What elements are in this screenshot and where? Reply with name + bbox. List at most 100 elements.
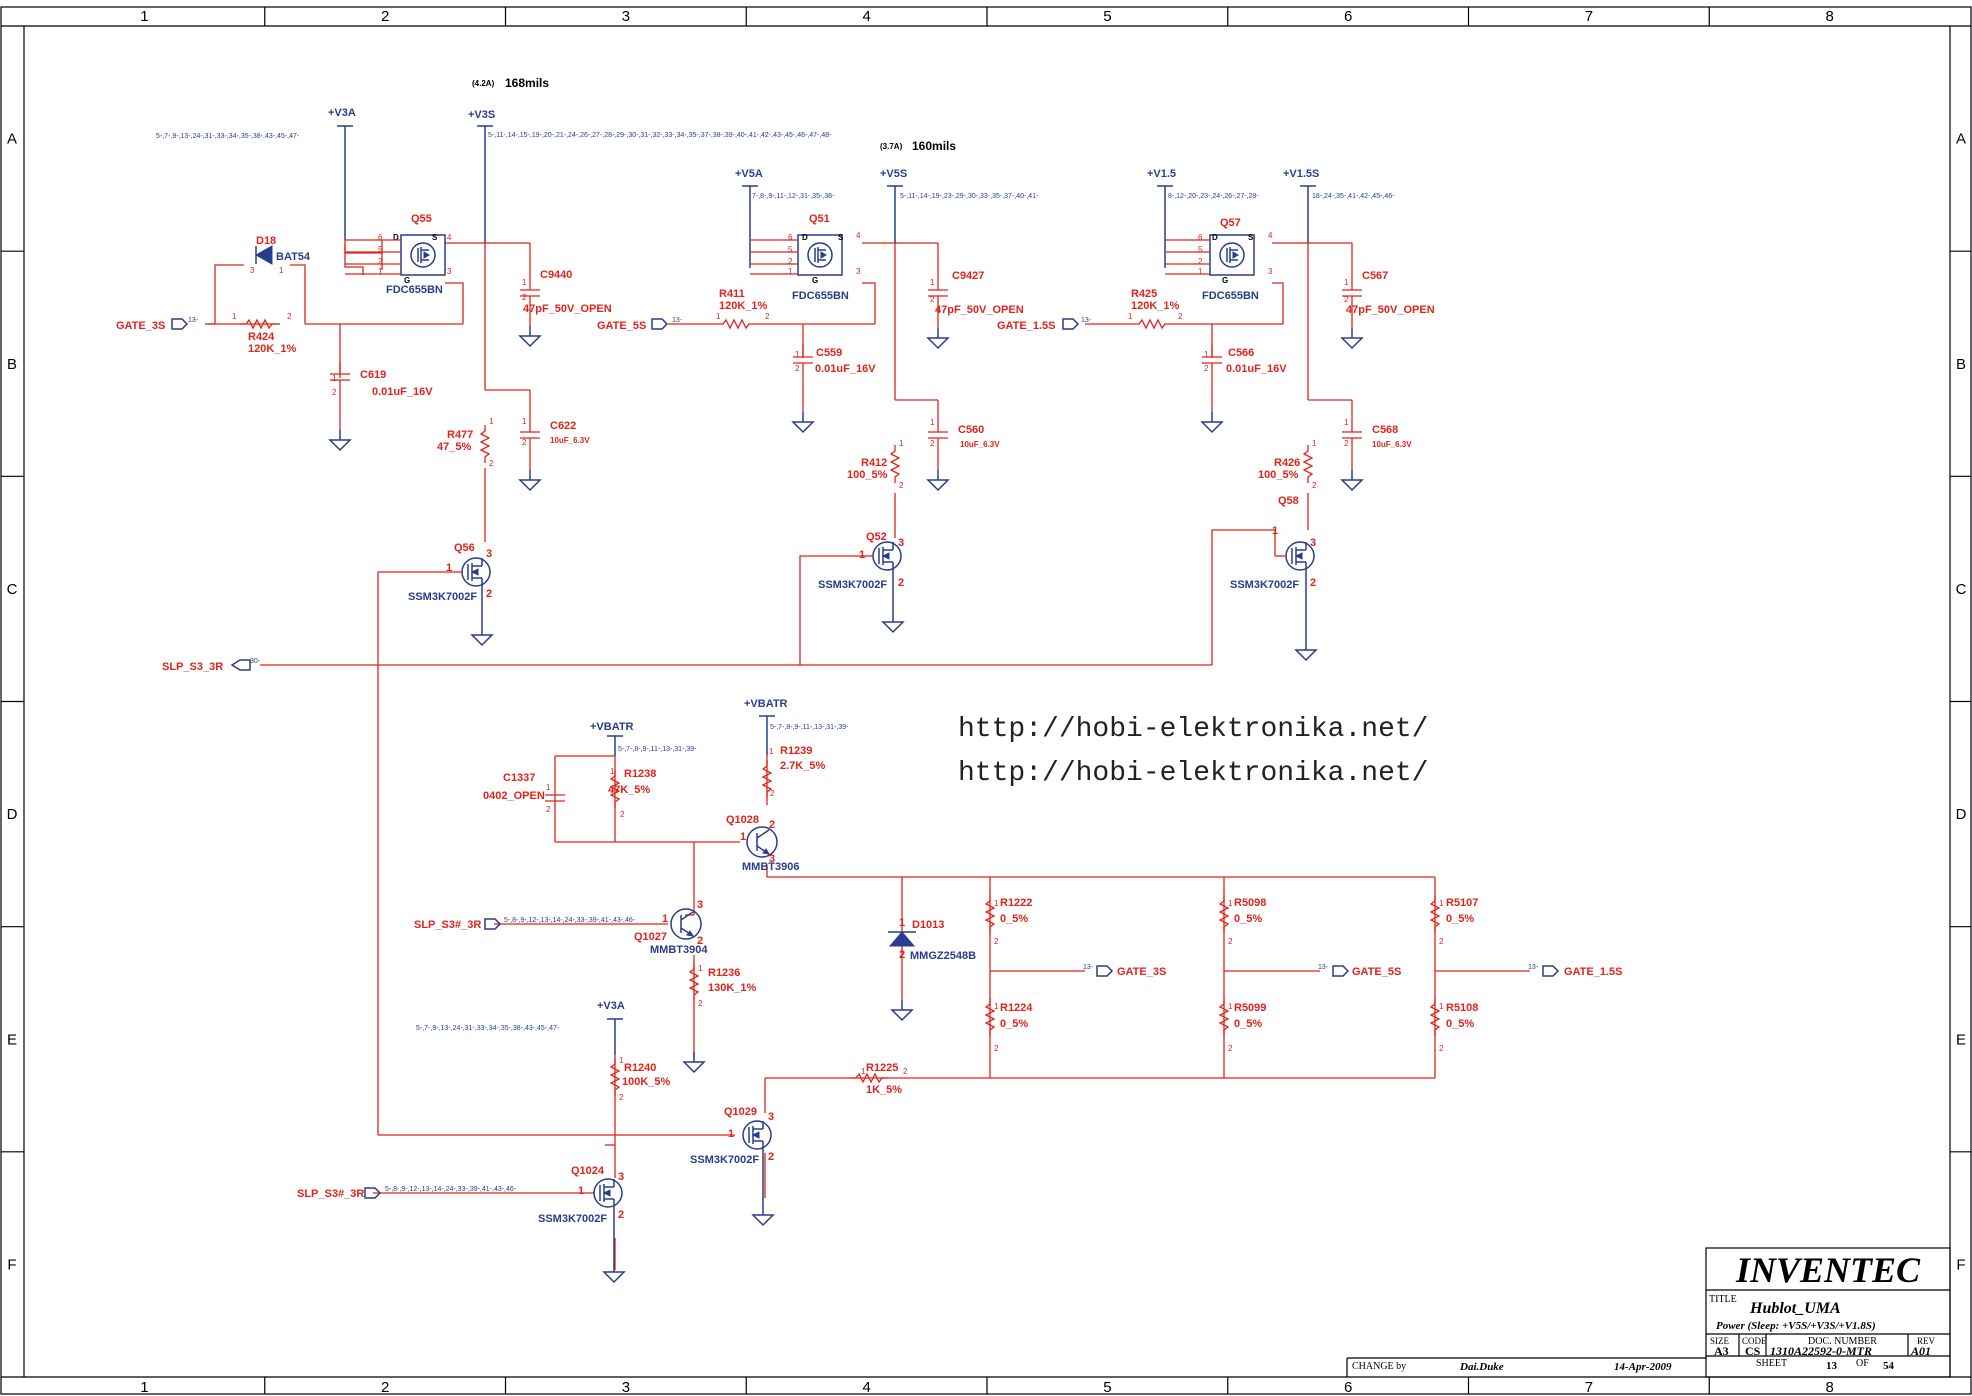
- svg-text:2: 2: [287, 312, 292, 321]
- svg-text:CS: CS: [1745, 1344, 1761, 1358]
- grid-row-label: A: [7, 131, 17, 148]
- svg-text:2: 2: [1198, 257, 1203, 266]
- svg-text:3: 3: [898, 537, 904, 549]
- svg-text:13-: 13-: [1528, 964, 1539, 971]
- d1013-zener: D1013 MMGZ2548B 12: [888, 917, 976, 1021]
- svg-text:Q56: Q56: [454, 542, 475, 554]
- svg-text:R477: R477: [447, 429, 473, 441]
- svg-text:+V3A: +V3A: [597, 1000, 625, 1012]
- svg-text:D: D: [1212, 233, 1218, 242]
- r5107-resistor: 12 R5107 0_5%: [1430, 894, 1478, 946]
- svg-text:+V3S: +V3S: [468, 109, 495, 121]
- svg-text:2: 2: [994, 937, 999, 946]
- svg-text:SSM3K7002F: SSM3K7002F: [408, 591, 477, 603]
- svg-text:Q51: Q51: [809, 213, 830, 225]
- svg-text:R5108: R5108: [1446, 1002, 1478, 1014]
- q1029-mosfet: Q1029 SSM3K7002F 132: [690, 1106, 774, 1226]
- svg-text:D18: D18: [256, 235, 276, 247]
- rail-vbatr-2: +VBATR 5-,7-,8-,9-,11-,13-,31-,39-: [744, 698, 849, 755]
- svg-text:168mils: 168mils: [505, 76, 549, 90]
- svg-text:0_5%: 0_5%: [1234, 1018, 1262, 1030]
- svg-text:FDC655BN: FDC655BN: [1202, 290, 1259, 302]
- gate-3s-out-port: 13- GATE_3S: [1083, 964, 1166, 978]
- svg-text:SSM3K7002F: SSM3K7002F: [818, 579, 887, 591]
- svg-text:1: 1: [1344, 278, 1349, 287]
- svg-text:1310A22592-0-MTR: 1310A22592-0-MTR: [1770, 1344, 1872, 1358]
- svg-text:SSM3K7002F: SSM3K7002F: [1230, 579, 1299, 591]
- svg-text:1: 1: [1198, 267, 1203, 276]
- svg-text:47pF_50V_OPEN: 47pF_50V_OPEN: [1346, 304, 1435, 316]
- svg-text:C559: C559: [816, 347, 842, 359]
- svg-text:C1337: C1337: [503, 772, 535, 784]
- svg-text:3: 3: [618, 1171, 624, 1183]
- svg-text:+V1.5: +V1.5: [1147, 168, 1176, 180]
- svg-text:7-,8-,9-,11-,12-,31-,35-,38-: 7-,8-,9-,11-,12-,31-,35-,38-: [752, 193, 835, 200]
- svg-text:1: 1: [788, 267, 793, 276]
- svg-text:0_5%: 0_5%: [1234, 913, 1262, 925]
- svg-text:FDC655BN: FDC655BN: [792, 290, 849, 302]
- svg-text:(3.7A): (3.7A): [880, 142, 903, 151]
- r1224-resistor: 12 R1224 0_5%: [985, 997, 1033, 1053]
- rail-v15s: +V1.5S 18-,24-,35-,41-,42-,45-,46-: [1283, 168, 1395, 243]
- svg-text:1: 1: [378, 267, 383, 276]
- grid-row-label: E: [1956, 1031, 1966, 1048]
- svg-text:2: 2: [522, 293, 527, 302]
- svg-text:100_5%: 100_5%: [1258, 469, 1299, 481]
- rail-v5s: +V5S 5-,11-,14-,19-,23-,29-,30-,33-,35-,…: [880, 168, 1039, 243]
- svg-text:Power (Sleep: +V5S/+V3S/+V1.8S: Power (Sleep: +V5S/+V3S/+V1.8S): [1716, 1320, 1876, 1332]
- svg-text:SHEET: SHEET: [1756, 1358, 1787, 1369]
- svg-text:+VBATR: +VBATR: [744, 698, 788, 710]
- grid-row-label: D: [1956, 806, 1967, 823]
- grid-column-label: 7: [1585, 8, 1593, 25]
- svg-text:R5098: R5098: [1234, 897, 1266, 909]
- rail-v3a-bottom: +V3A 5-,7-,9-,13-,24-,31-,33-,34-,35-,38…: [416, 1000, 625, 1055]
- slp-s3n-3r-port-a: SLP_S3#_3R 5-,8-,9-,12-,13-,14-,24-,33-,…: [414, 917, 636, 931]
- svg-text:SLP_S3#_3R: SLP_S3#_3R: [297, 1188, 364, 1200]
- svg-text:0.01uF_16V: 0.01uF_16V: [815, 363, 876, 375]
- svg-text:R412: R412: [861, 457, 887, 469]
- svg-text:3: 3: [856, 267, 861, 276]
- sheet-border: [0, 6, 1972, 1395]
- svg-text:120K_1%: 120K_1%: [248, 343, 297, 355]
- svg-text:S: S: [838, 233, 844, 242]
- svg-text:C9427: C9427: [952, 270, 984, 282]
- svg-text:+V5S: +V5S: [880, 168, 907, 180]
- svg-text:Q1028: Q1028: [726, 814, 759, 826]
- svg-text:2: 2: [1344, 295, 1349, 304]
- q1027-transistor: Q1027 MMBT3904 132: [634, 899, 708, 956]
- svg-text:1: 1: [899, 439, 904, 448]
- svg-text:2: 2: [1228, 937, 1233, 946]
- svg-text:D1013: D1013: [912, 919, 944, 931]
- svg-text:SIZE: SIZE: [1710, 1336, 1730, 1346]
- svg-text:3: 3: [486, 548, 492, 560]
- svg-text:GATE_3S: GATE_3S: [116, 320, 165, 332]
- svg-text:0_5%: 0_5%: [1000, 1018, 1028, 1030]
- svg-text:0.01uF_16V: 0.01uF_16V: [1226, 363, 1287, 375]
- svg-text:1: 1: [522, 417, 527, 426]
- svg-text:D: D: [802, 233, 808, 242]
- svg-text:GATE_1.5S: GATE_1.5S: [1564, 966, 1623, 978]
- svg-text:2: 2: [378, 257, 383, 266]
- svg-text:1: 1: [1204, 350, 1209, 359]
- svg-text:R1239: R1239: [780, 745, 812, 757]
- slp-s3n-3r-port-b: SLP_S3#_3R 5-,8-,9-,12-,13-,14-,24-,33-,…: [297, 1186, 517, 1200]
- svg-text:13-: 13-: [1318, 964, 1329, 971]
- svg-text:5-,11-,14-,19-,23-,29-,30-,33-: 5-,11-,14-,19-,23-,29-,30-,33-,35-,37-,4…: [900, 193, 1039, 200]
- svg-text:1: 1: [1439, 1002, 1444, 1011]
- rail-v15: +V1.5 8-,12-,20-,23-,24-,26-,27-,28-: [1147, 168, 1259, 268]
- svg-text:MMGZ2548B: MMGZ2548B: [910, 950, 976, 962]
- grid-row-label: F: [1956, 1256, 1965, 1273]
- svg-text:R425: R425: [1131, 288, 1157, 300]
- grid-row-label: B: [7, 356, 17, 373]
- svg-text:5-,7-,9-,13-,24-,31-,33-,34-,3: 5-,7-,9-,13-,24-,31-,33-,34-,35-,38-,43-…: [156, 133, 300, 140]
- svg-text:10uF_6.3V: 10uF_6.3V: [1372, 440, 1412, 449]
- svg-text:R1240: R1240: [624, 1062, 656, 1074]
- svg-text:1: 1: [619, 1056, 624, 1065]
- svg-text:120K_1%: 120K_1%: [1131, 300, 1180, 312]
- svg-text:3: 3: [1310, 537, 1316, 549]
- svg-text:0402_OPEN: 0402_OPEN: [483, 790, 545, 802]
- svg-text:5: 5: [1198, 245, 1203, 254]
- svg-text:BAT54: BAT54: [276, 251, 311, 263]
